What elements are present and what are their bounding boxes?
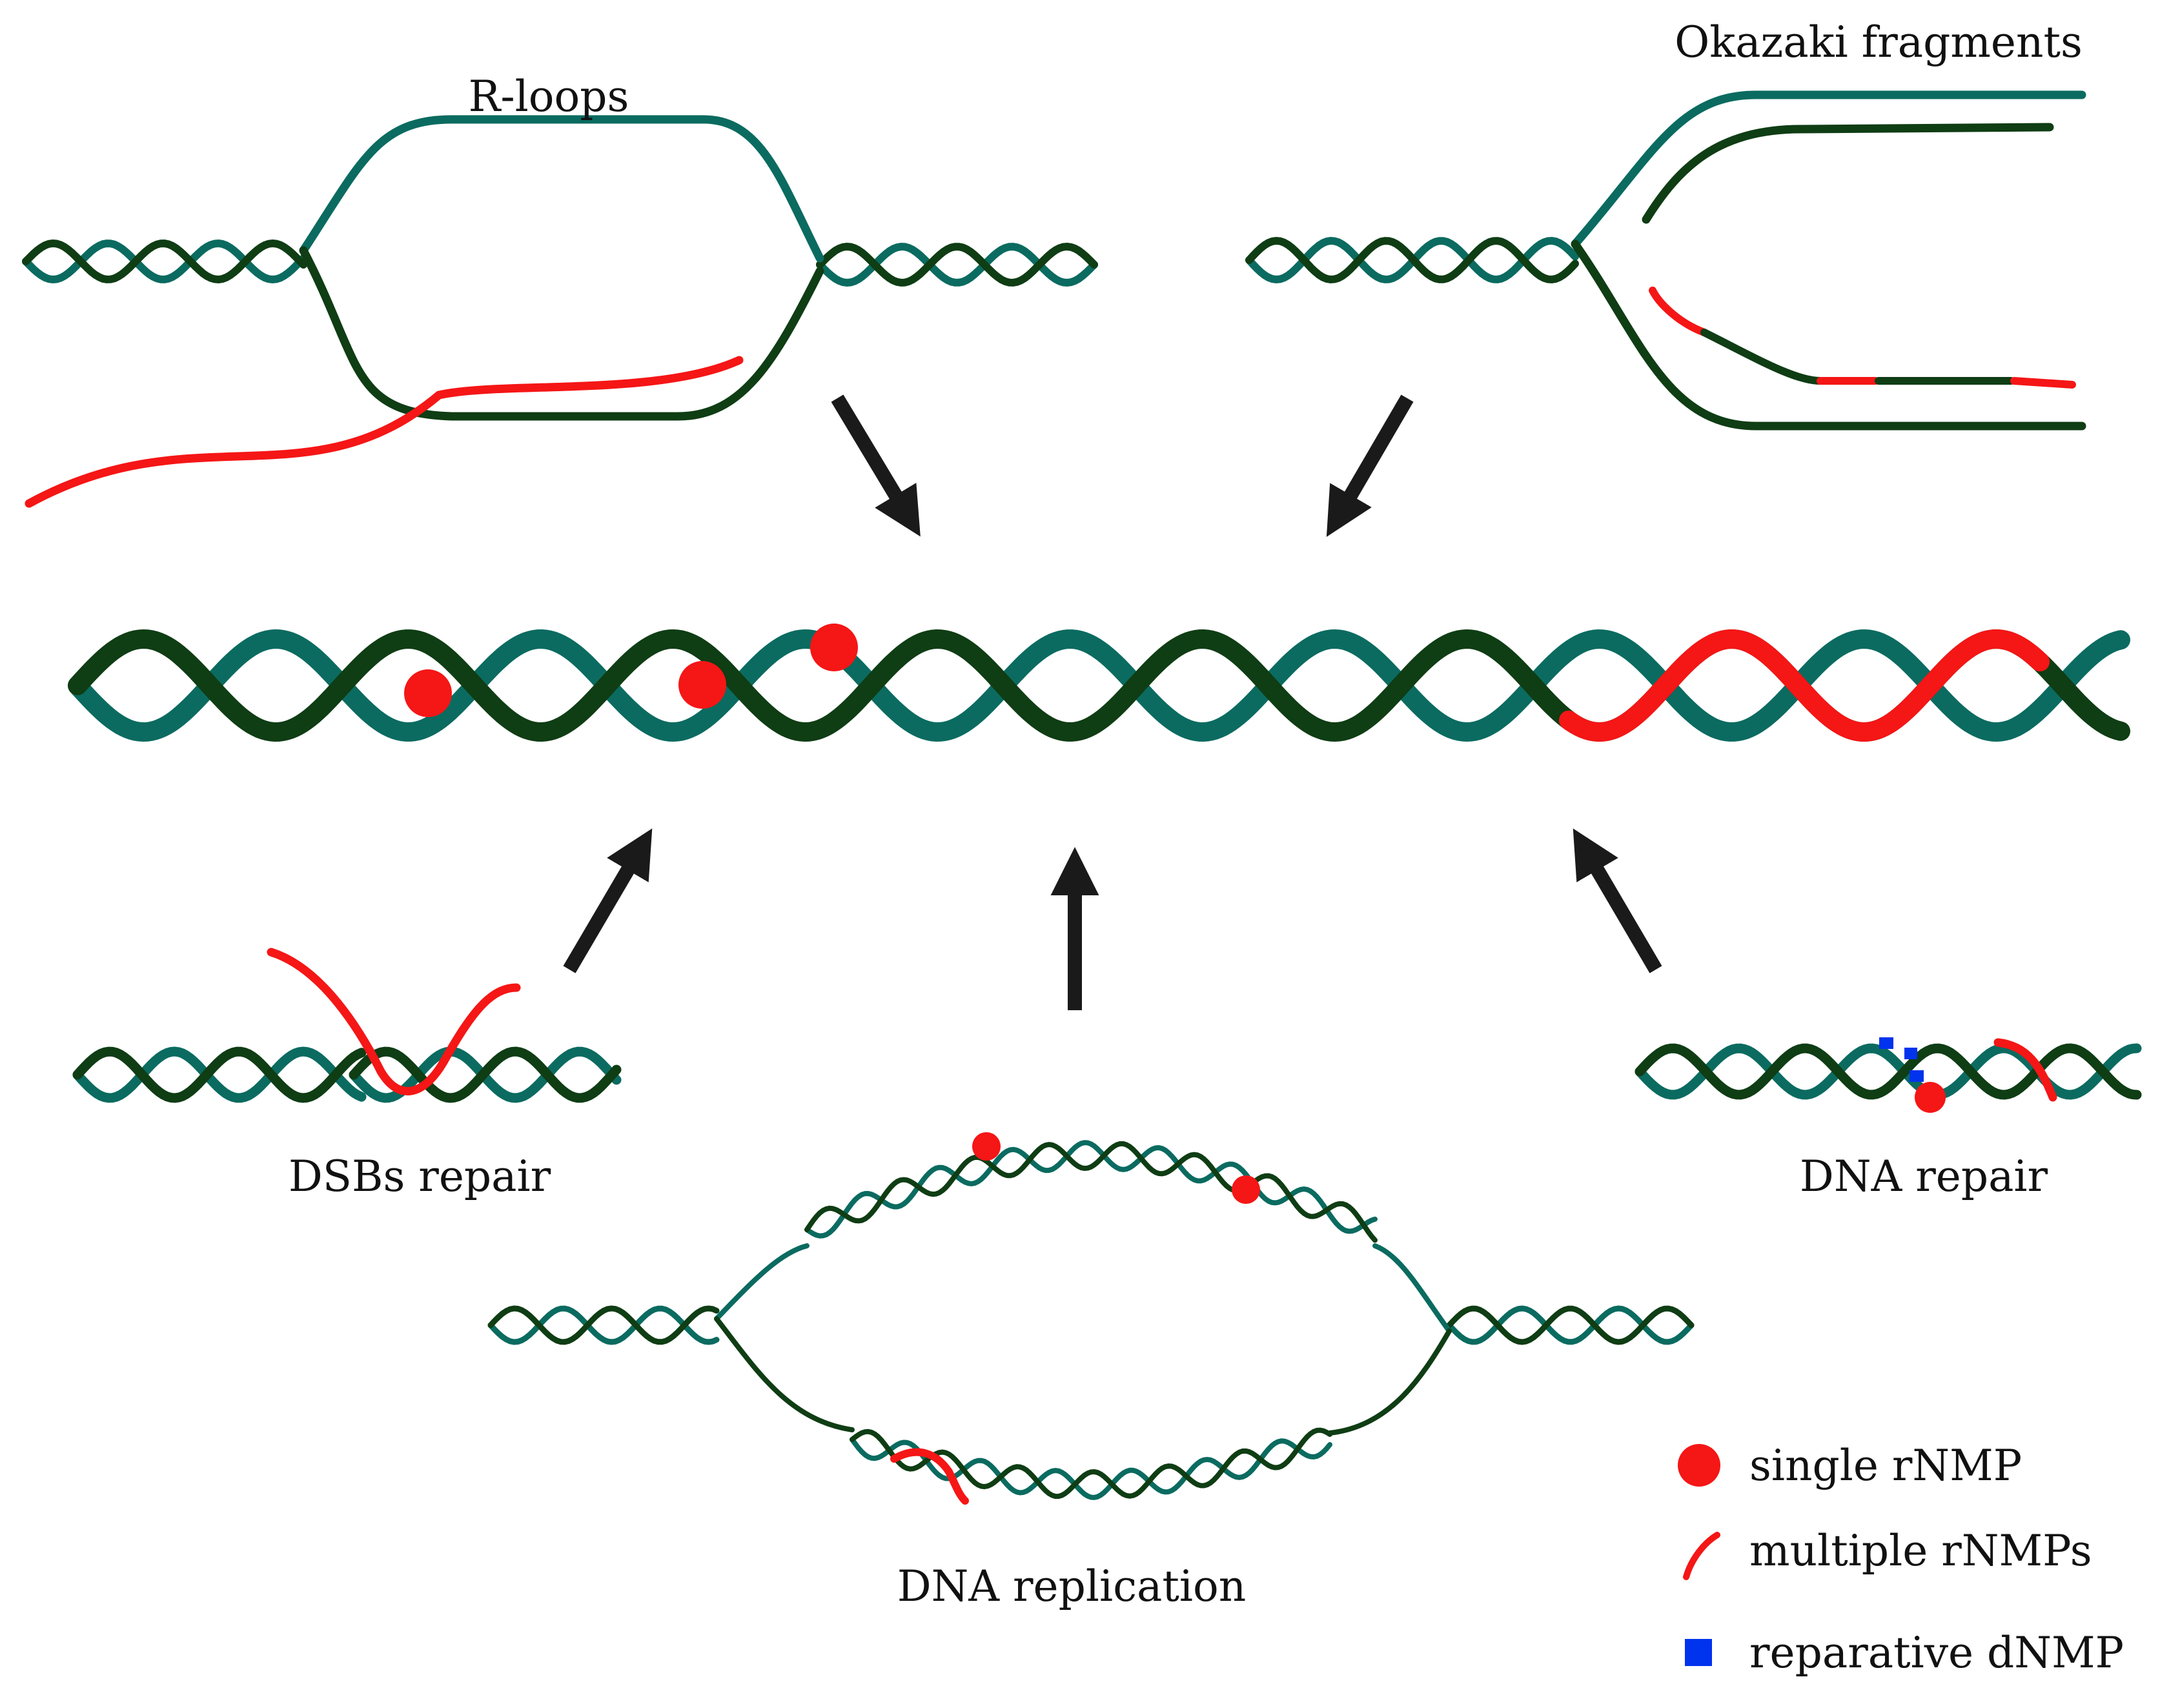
main-dna-helix <box>68 629 2130 742</box>
r-loops-bottom-strand <box>299 246 824 421</box>
legend: single rNMP multiple rNMPs reparative dN… <box>1678 1441 2124 1678</box>
okazaki-lagging-template <box>1571 239 2086 431</box>
dna-repair-panel: DNA repair <box>1635 1037 2142 1201</box>
rep-left-strand-b <box>487 1305 720 1345</box>
genomic-dna-helix <box>68 624 2130 742</box>
replication-top-parental-strand-right <box>1372 1243 1452 1334</box>
r-loops-top-strand <box>299 115 824 263</box>
arrow-from-dna-repair <box>1573 828 1662 973</box>
okazaki-helix <box>1245 236 1579 284</box>
dna-repair-dnmp-3 <box>1910 1070 1924 1082</box>
main-single-rnmp-2 <box>678 661 726 709</box>
dsbs-repair-panel: DSBs repair <box>72 948 622 1201</box>
main-single-rnmp-1 <box>404 669 452 717</box>
dr-helix-strand-b <box>1635 1043 2142 1100</box>
main-helix-strand-a <box>68 629 2130 742</box>
replication-rna-stretch <box>890 1448 969 1505</box>
rep-top-arc-strand-a <box>804 1140 1378 1239</box>
r-loops-left-helix <box>22 239 307 284</box>
blue-square-icon <box>1685 1639 1712 1666</box>
dsb-left-strand-b <box>72 1046 367 1103</box>
okazaki-leading-template <box>1571 90 2086 249</box>
legend-reparative-dnmp: reparative dNMP <box>1749 1628 2124 1678</box>
okazaki-primer-1 <box>1649 287 1708 336</box>
replication-right-helix <box>1446 1305 1695 1345</box>
replication-left-helix <box>487 1305 720 1345</box>
dna-replication-panel: DNA replication <box>487 1132 1695 1611</box>
ok-helix-strand-b <box>1245 236 1579 284</box>
okazaki-panel: Okazaki fragments <box>1245 17 2086 431</box>
dna-replication-label: DNA replication <box>897 1561 1247 1611</box>
dna-repair-rna-strand <box>1993 1038 2057 1102</box>
okazaki-fragment-1 <box>1700 329 1824 385</box>
r-loops-panel: R-loops <box>22 72 1098 508</box>
arrow-from-dsbs-repair <box>563 828 653 973</box>
dsbs-right-helix <box>349 1046 622 1103</box>
dsbs-repair-label: DSBs repair <box>289 1152 551 1201</box>
r-loops-label: R-loops <box>469 72 629 121</box>
rep-top-arc-strand-b <box>804 1141 1378 1243</box>
dna-repair-label: DNA repair <box>1800 1152 2048 1201</box>
rl-helix-right-strand-b <box>816 242 1098 287</box>
okazaki-leading-strand <box>1642 123 2054 224</box>
red-curve-icon <box>1683 1532 1720 1580</box>
arrow-from-okazaki <box>1326 394 1414 537</box>
rep-right-strand-b <box>1446 1305 1695 1345</box>
dsb-right-strand-b <box>349 1046 622 1103</box>
arrow-from-r-loops <box>831 394 921 537</box>
legend-multiple-rnmps: multiple rNMPs <box>1749 1526 2092 1576</box>
replication-bottom-parental-strand <box>714 1316 855 1432</box>
replication-top-daughter-helix <box>804 1140 1378 1243</box>
dsb-left-strand-a <box>72 1046 367 1103</box>
rl-helix-right-strand-a <box>816 243 1098 287</box>
rep-bottom-arc-strand-a <box>850 1437 1332 1500</box>
dna-repair-single-rnmp <box>1915 1082 1946 1113</box>
okazaki-label: Okazaki fragments <box>1675 17 2083 67</box>
dna-repair-dnmp-1 <box>1879 1037 1893 1049</box>
main-multiple-rnmps <box>1559 629 2050 742</box>
rep-right-strand-a <box>1446 1305 1695 1345</box>
dna-repair-dnmp-2 <box>1904 1048 1917 1059</box>
replication-bottom-parental-strand-right <box>1327 1328 1452 1436</box>
main-single-rnmp-3 <box>810 624 858 671</box>
rep-left-strand-a <box>487 1305 720 1345</box>
dsbs-rna-strand <box>267 948 521 1095</box>
rl-helix-left-strand-a <box>22 239 307 284</box>
r-loops-rna-strand <box>25 356 744 508</box>
dr-helix-strand-a <box>1635 1043 2142 1100</box>
okazaki-primer-3 <box>2010 377 2076 389</box>
legend-single-rnmp: single rNMP <box>1749 1441 2022 1490</box>
red-dot-icon <box>1678 1444 1720 1487</box>
dna-repair-helix <box>1635 1043 2142 1100</box>
dsbs-left-helix <box>72 1046 367 1103</box>
r-loops-right-helix <box>816 242 1098 287</box>
replication-top-parental-strand <box>714 1243 810 1321</box>
rl-helix-left-strand-b <box>22 239 307 284</box>
arrows <box>563 394 1662 1010</box>
replication-single-rnmp-2 <box>1232 1175 1260 1204</box>
replication-bottom-daughter-helix <box>850 1427 1332 1500</box>
replication-single-rnmp-1 <box>972 1132 1001 1161</box>
